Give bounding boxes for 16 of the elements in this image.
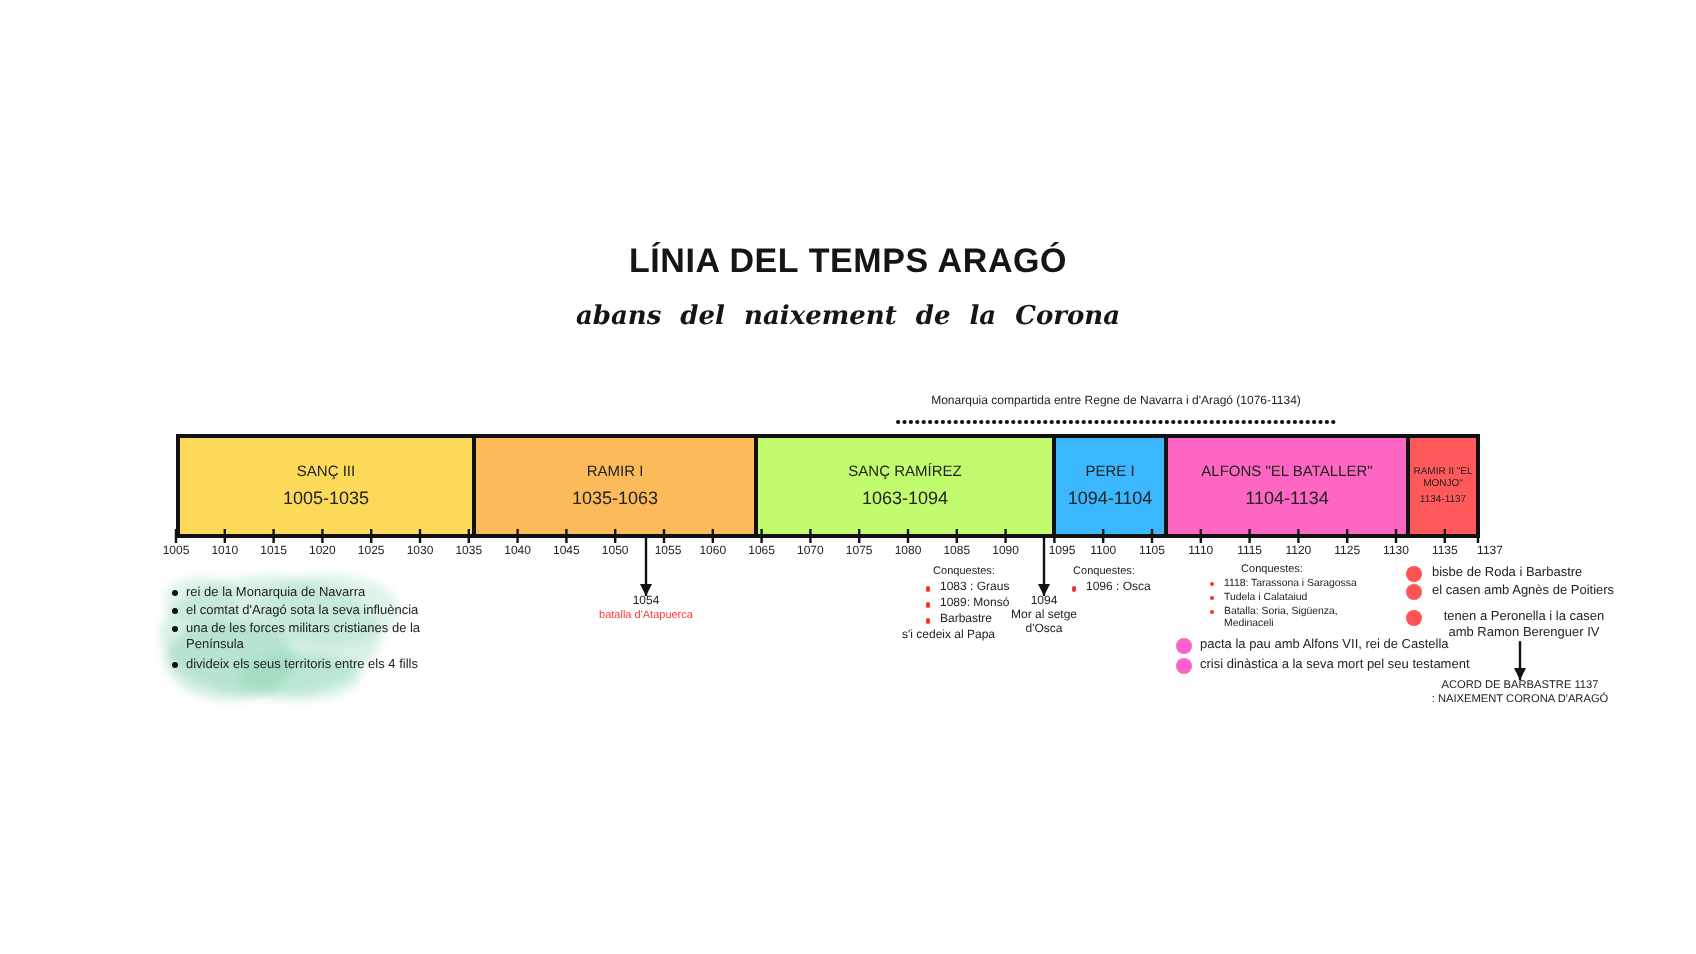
reign-years: 1063-1094 [861,488,949,510]
reign-box [1406,434,1480,538]
reign-years: 1035-1063 [571,488,659,510]
reign-box [1052,434,1168,538]
reign-box [176,434,476,538]
subtitle: abans del naixement de la Corona [575,302,1121,334]
reign-years: 1005-1035 [282,488,370,510]
reign-years: 1104-1134 [1245,488,1329,510]
reign-box [1164,434,1410,538]
title: LÍNIA DEL TEMPS ARAGÓ [628,242,1068,282]
arrow [1038,538,1050,596]
arrow [1514,641,1526,680]
reign-box [472,434,758,538]
reign-years: 1094-1104 [1067,488,1153,510]
reign-box [754,434,1056,538]
arrow [640,538,652,596]
